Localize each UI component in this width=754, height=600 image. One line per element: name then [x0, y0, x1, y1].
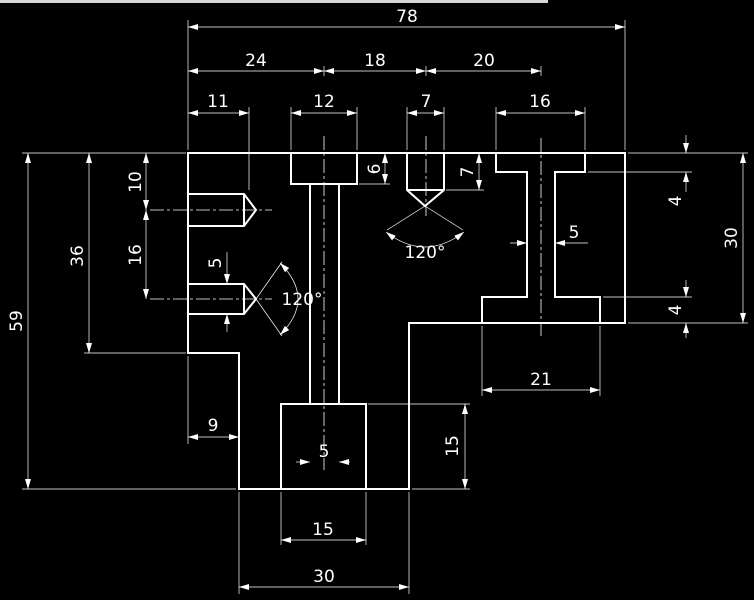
dim-top-hole-depth: 7: [446, 153, 484, 191]
dim-label: 4: [666, 196, 686, 207]
dim-label: 120°: [282, 290, 323, 310]
dim-label: 36: [68, 245, 88, 267]
dim-label: 120°: [405, 243, 446, 263]
dim-label: 30: [722, 227, 742, 249]
window-title-bar: [0, 0, 548, 3]
dim-tip-angle-side: 120°: [255, 261, 323, 337]
dim-label: 10: [126, 171, 146, 193]
dim-bore-width: 12: [290, 92, 358, 150]
dim-label: 15: [312, 520, 334, 540]
dim-label: 6: [365, 164, 385, 175]
center-lines: [150, 136, 542, 470]
dim-edge-offset: 11: [188, 92, 250, 190]
dim-label: 59: [7, 310, 27, 332]
dim-label: 9: [208, 416, 219, 436]
dim-counterbore-depth: 6: [359, 153, 390, 185]
dim-label: 18: [364, 51, 386, 71]
dim-label: 12: [313, 92, 335, 112]
dim-web-width: 5: [510, 223, 588, 246]
dim-label: 15: [443, 435, 463, 457]
dim-top-hole-width: 7: [406, 92, 445, 150]
dim-tslot-top-width: 16: [495, 92, 586, 150]
dim-label: 7: [421, 92, 432, 112]
dim-boss-height: 15: [368, 403, 470, 490]
dim-label: 5: [319, 442, 330, 462]
dim-label: 78: [396, 7, 418, 27]
dim-flanges: 4 4: [588, 135, 692, 338]
dim-label: 21: [530, 370, 552, 390]
dim-chain-24-18-20: 24 18 20: [188, 51, 542, 76]
dim-label: 24: [245, 51, 267, 71]
dim-hole-gaps: 10 16: [126, 153, 149, 299]
dim-hole-dia: 5: [206, 252, 243, 332]
dim-label: 11: [207, 92, 229, 112]
dim-step-width: 9: [187, 356, 239, 444]
dim-label: 20: [473, 51, 495, 71]
part-outline: [187, 152, 626, 490]
dim-label: 16: [126, 244, 146, 266]
dim-right-height: 30: [628, 152, 748, 324]
dim-label: 4: [666, 305, 686, 316]
dim-base-width: 30: [238, 492, 410, 594]
dim-label: 5: [569, 223, 580, 243]
dim-step-height: 36: [68, 153, 186, 354]
dim-tslot-bottom-width: 21: [481, 326, 601, 396]
dim-label: 7: [458, 167, 478, 178]
dim-overall-width: 78: [187, 7, 626, 150]
dim-tip-angle-top: 120°: [385, 205, 465, 263]
dim-label: 16: [529, 92, 551, 112]
dim-label: 30: [313, 567, 335, 587]
dim-boss-width: 15: [280, 492, 367, 545]
dim-label: 5: [206, 258, 226, 269]
dim-overall-height: 59: [7, 152, 236, 490]
dim-bore-small: 5: [296, 442, 350, 465]
